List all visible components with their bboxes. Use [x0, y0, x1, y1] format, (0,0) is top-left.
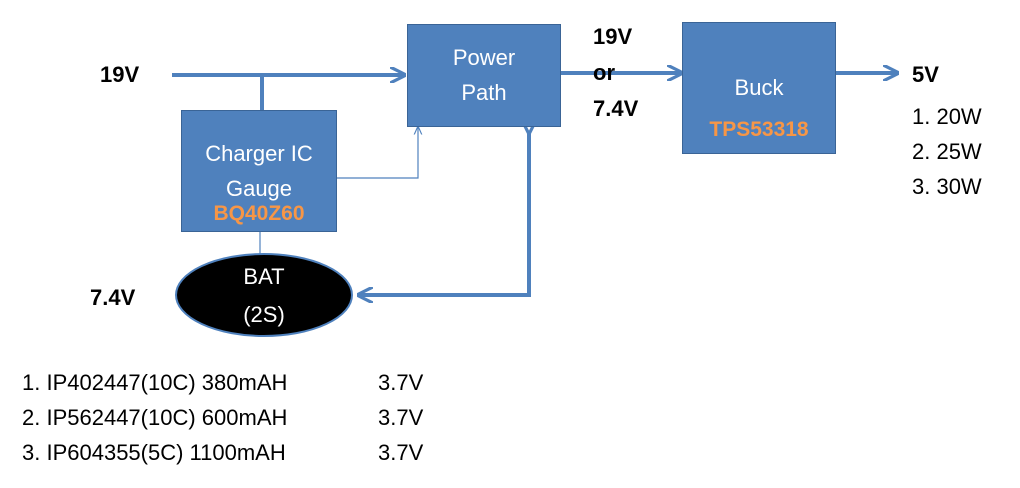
vin-label: 19V — [100, 62, 140, 87]
output-power-options: 1. 20W 2. 25W 3. 30W — [912, 99, 982, 204]
charger-part-number: BQ40Z60 — [213, 202, 305, 225]
charger-label-1: Charger IC — [205, 141, 313, 166]
battery-cell-item: 2. IP562447(10C) 600mAH 3.7V — [22, 400, 423, 435]
power-path-label-1: Power — [452, 45, 516, 70]
charger-label-2: Gauge — [225, 176, 293, 201]
cell-voltage: 3.7V — [378, 370, 424, 395]
battery-label-2: (2S) — [243, 302, 285, 327]
intermediate-voltage-1: 19V — [593, 24, 633, 49]
power-path-block — [407, 24, 561, 127]
battery-label-1: BAT — [243, 264, 285, 289]
wire-powerpath-battery — [360, 131, 529, 295]
output-option: 3. 30W — [912, 174, 982, 199]
battery-cell-list: 1. IP402447(10C) 380mAH 3.7V 2. IP562447(… — [22, 365, 423, 470]
battery-cell-item: 1. IP402447(10C) 380mAH 3.7V — [22, 365, 423, 400]
cell-model: 2. IP562447(10C) 600mAH — [22, 405, 288, 430]
buck-part-number: TPS53318 — [709, 118, 809, 141]
output-option: 1. 20W — [912, 104, 982, 129]
buck-block — [682, 22, 836, 154]
output-option: 2. 25W — [912, 139, 982, 164]
battery-shape — [175, 253, 353, 337]
output-voltage-label: 5V — [912, 62, 939, 87]
power-path-label-2: Path — [461, 80, 507, 105]
cell-voltage: 3.7V — [378, 440, 424, 465]
wire-charger-to-powerpath — [337, 127, 418, 179]
intermediate-voltage-2: 7.4V — [593, 96, 639, 121]
charger-block — [181, 110, 337, 232]
battery-cell-item: 3. IP604355(5C) 1100mAH 3.7V — [22, 435, 423, 470]
buck-label: Buck — [734, 75, 784, 100]
cell-voltage: 3.7V — [378, 405, 424, 430]
cell-model: 1. IP402447(10C) 380mAH — [22, 370, 288, 395]
intermediate-voltage-or: or — [593, 60, 615, 85]
vbat-label: 7.4V — [90, 285, 136, 310]
cell-model: 3. IP604355(5C) 1100mAH — [22, 440, 286, 465]
